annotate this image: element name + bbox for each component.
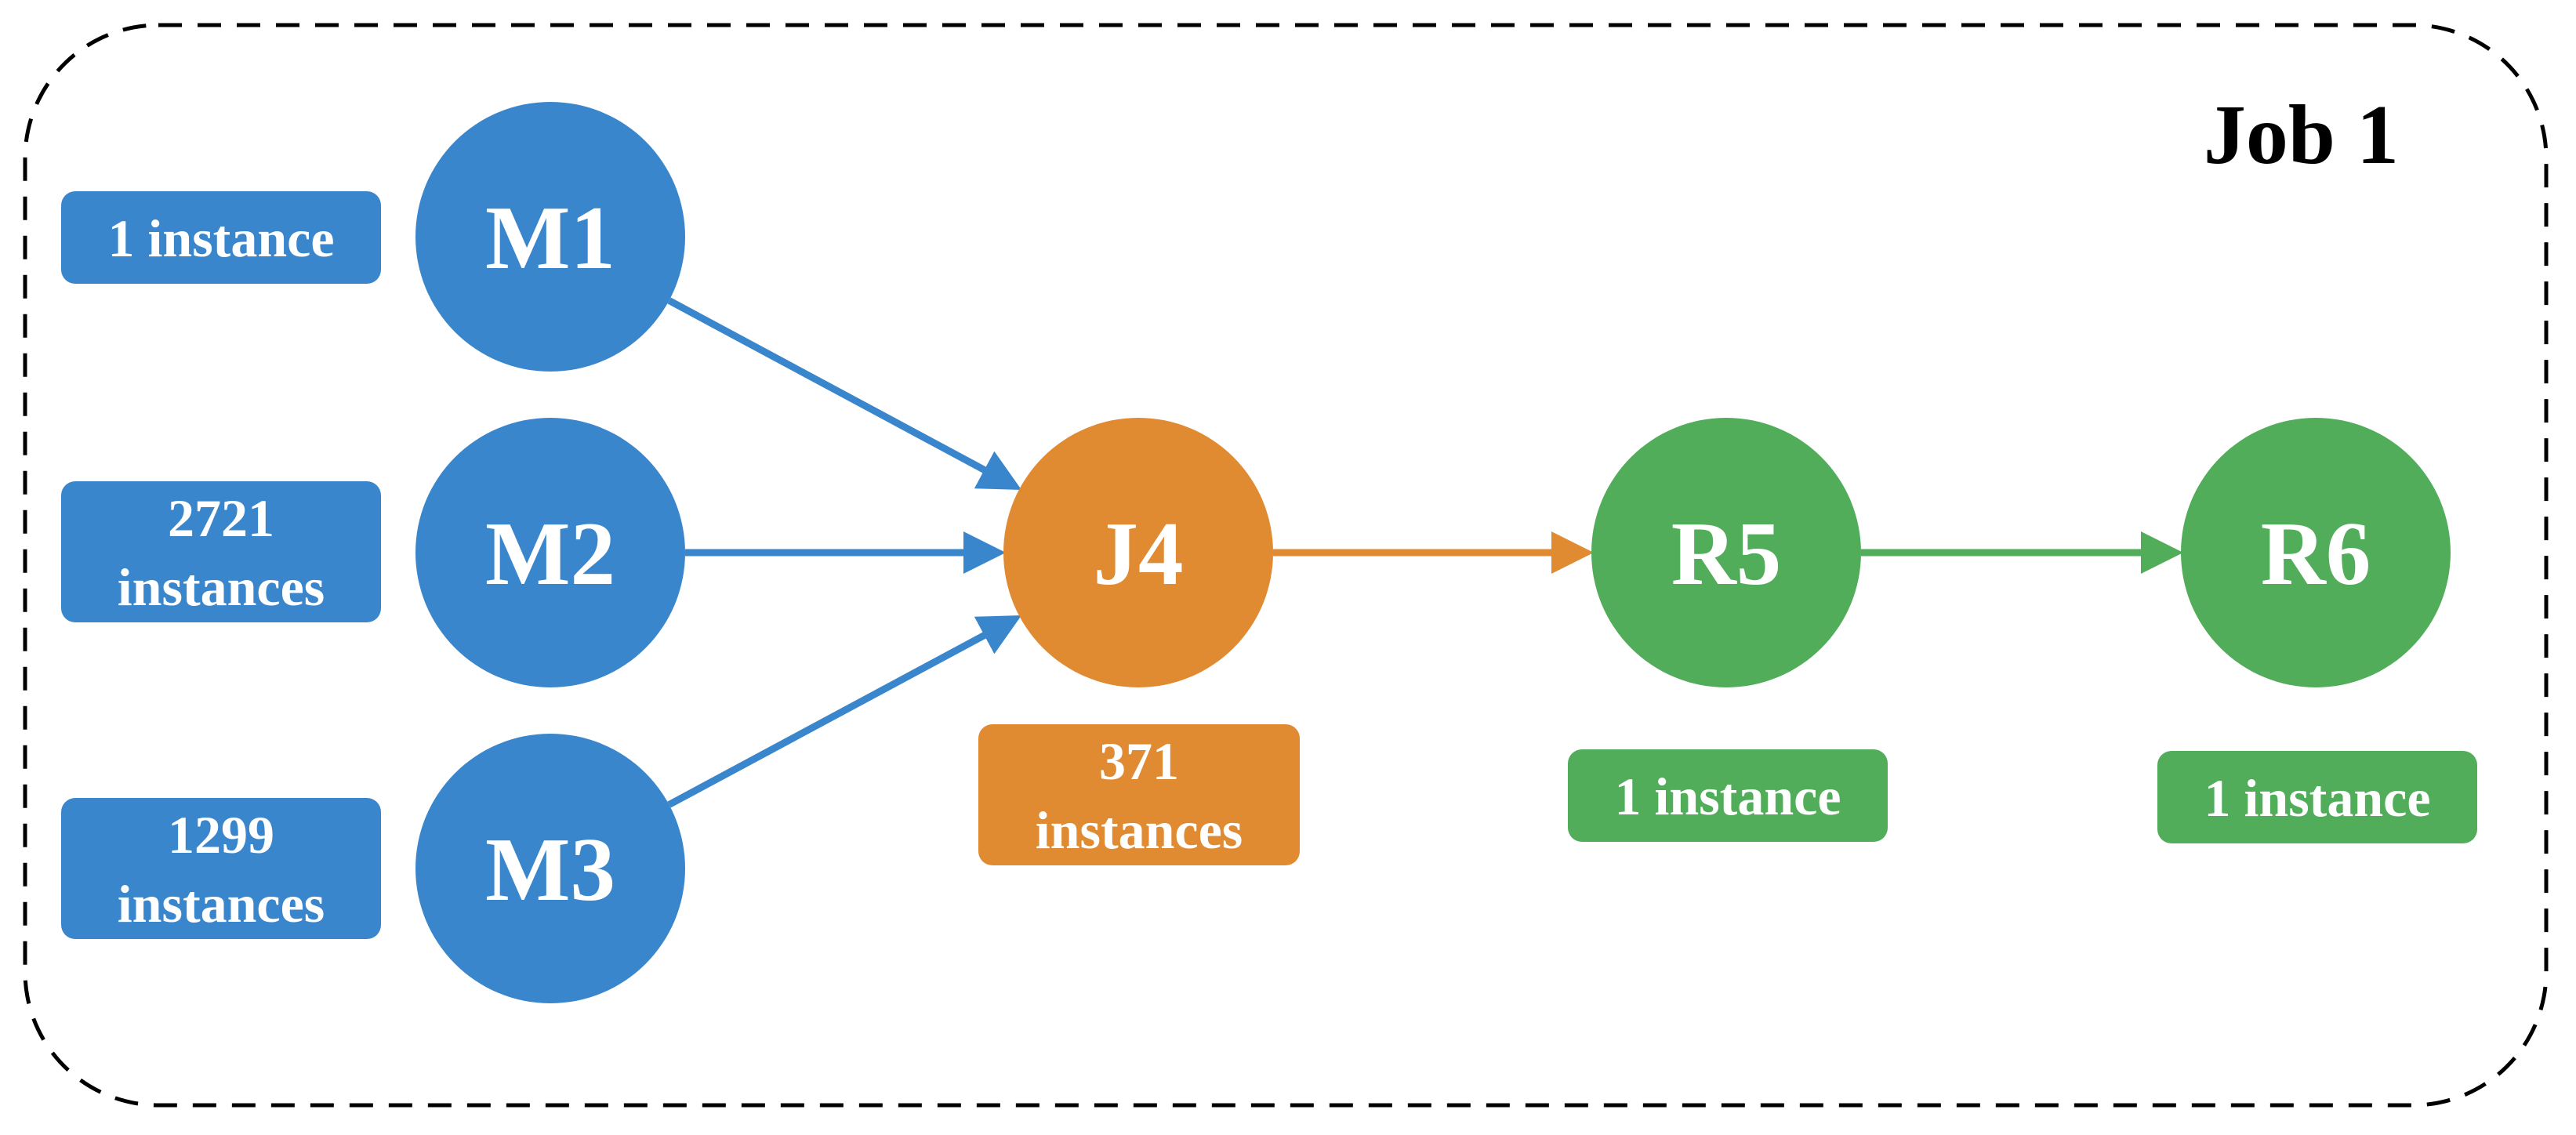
node-label: M2 (485, 504, 615, 604)
node-r6: R6 (2181, 418, 2451, 687)
instance-badges: 1 instance 2721 instances 1299 instances 371 i… (61, 191, 2477, 939)
badge-background (61, 191, 381, 284)
badge-background (61, 481, 381, 622)
badge-text: 1299 (168, 805, 274, 865)
node-label: M1 (485, 188, 615, 288)
instance-badge-m1: 1 instance (61, 191, 381, 284)
node-circle (415, 734, 685, 1003)
badge-text: instances (118, 557, 325, 617)
node-r5: R5 (1591, 418, 1861, 687)
badge-text: 2721 (168, 488, 274, 548)
node-circle (415, 418, 685, 687)
node-circle (1003, 418, 1273, 687)
badge-background (978, 724, 1300, 865)
instance-badge-m3: 1299 instances (61, 798, 381, 939)
node-label: R5 (1671, 504, 1782, 604)
badge-text: instances (1036, 800, 1243, 860)
node-circle (1591, 418, 1861, 687)
badge-text: 1 instance (108, 209, 335, 268)
instance-badge-r5: 1 instance (1568, 749, 1888, 842)
node-label: R6 (2261, 504, 2371, 604)
node-m1: M1 (415, 102, 685, 372)
badge-text: instances (118, 874, 325, 934)
node-label: M3 (485, 820, 615, 919)
badge-text: 371 (1099, 731, 1179, 791)
node-m2: M2 (415, 418, 685, 687)
instance-badge-j4: 371 instances (978, 724, 1300, 865)
edge-m1-to-j4 (667, 297, 1022, 491)
instance-badge-r6: 1 instance (2157, 751, 2477, 843)
node-circle (415, 102, 685, 372)
job-boundary (23, 23, 2549, 1108)
badge-background (1568, 749, 1888, 842)
badge-text: 1 instance (2204, 768, 2431, 828)
edges (667, 297, 2183, 808)
node-j4: J4 (1003, 418, 1273, 687)
instance-badge-m2: 2721 instances (61, 481, 381, 622)
node-circle (2181, 418, 2451, 687)
badge-text: 1 instance (1615, 767, 1841, 826)
node-m3: M3 (415, 734, 685, 1003)
badge-background (2157, 751, 2477, 843)
edge-m3-to-j4 (667, 615, 1022, 808)
badge-background (61, 798, 381, 939)
node-label: J4 (1094, 504, 1184, 604)
job-title: Job 1 (2204, 89, 2399, 182)
